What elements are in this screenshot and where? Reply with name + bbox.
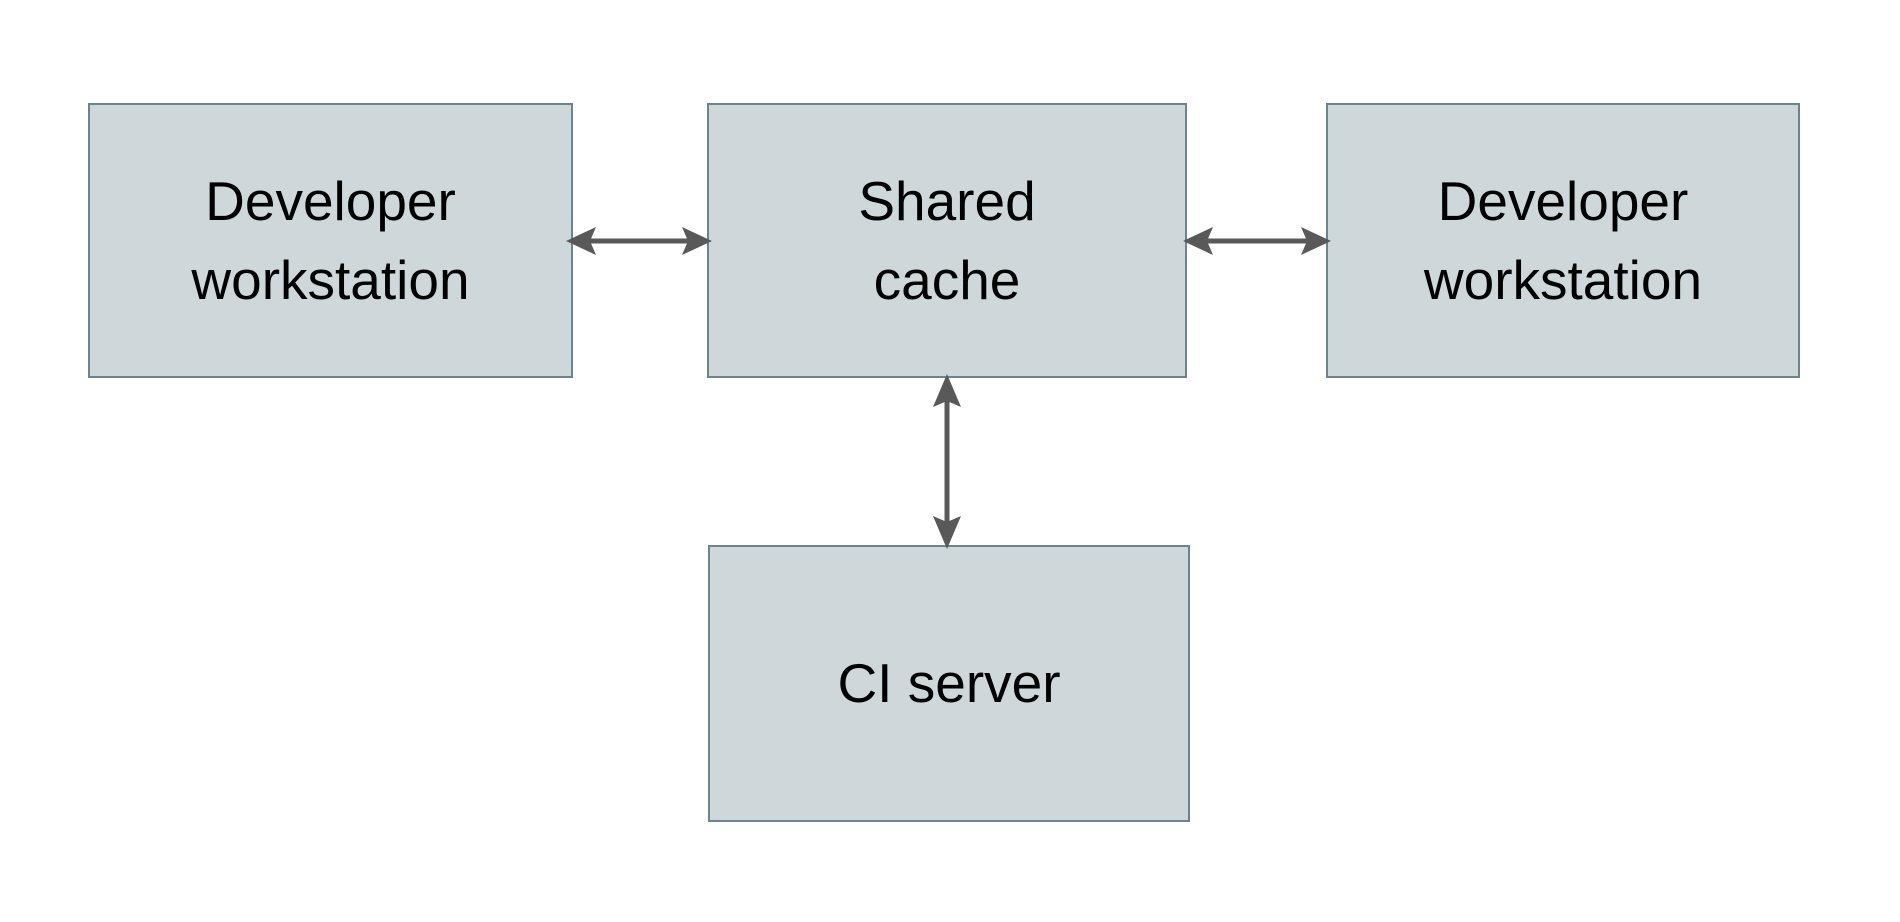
node-label: Developer workstation [1423, 170, 1703, 311]
edge-shared-cache-to-ci-server[interactable] [924, 374, 970, 549]
node-shared-cache[interactable]: Shared cache [707, 103, 1187, 378]
node-label: Developer workstation [191, 170, 470, 311]
node-label: CI server [837, 652, 1061, 715]
edge-developer-workstation-left-to-shared-cache[interactable] [566, 218, 712, 264]
edge-shared-cache-to-developer-workstation-right[interactable] [1183, 218, 1331, 264]
double-headed-arrow-icon [566, 227, 712, 255]
double-headed-arrow-icon [933, 374, 961, 549]
node-ci-server[interactable]: CI server [708, 545, 1190, 822]
node-developer-workstation-left[interactable]: Developer workstation [88, 103, 573, 378]
node-label: Shared cache [858, 170, 1036, 311]
node-developer-workstation-right[interactable]: Developer workstation [1326, 103, 1800, 378]
double-headed-arrow-icon [1183, 227, 1331, 255]
